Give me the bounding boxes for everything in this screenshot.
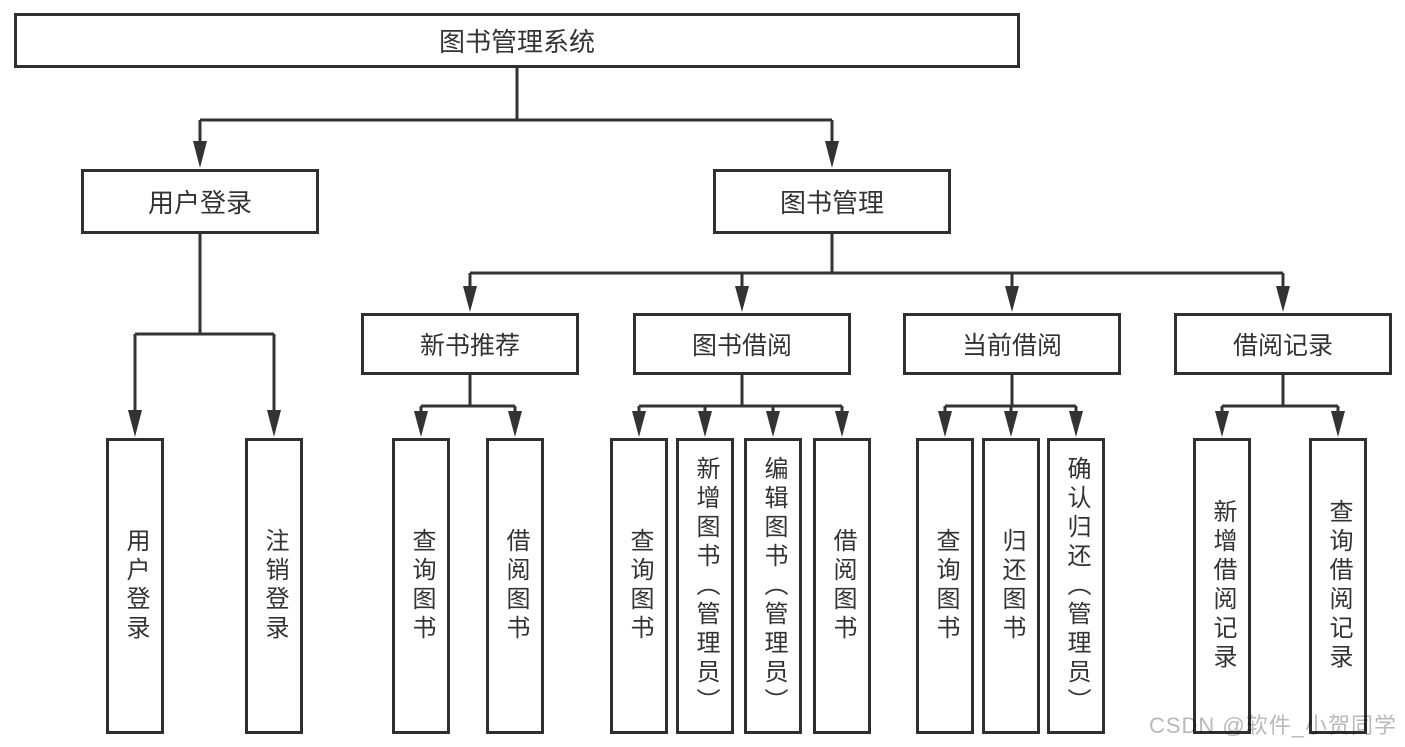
node-current-borrowing: 当前借阅 [903,313,1121,375]
leaf-query-borrow-record: 查询借阅记录 [1309,438,1367,734]
leaf-query-books-current: 查询图书 [916,438,974,734]
node-book-borrowing: 图书借阅 [633,313,851,375]
node-label: 用户登录 [147,188,252,218]
node-label: 图书管理系统 [438,27,595,57]
leaf-label: 确认归还（管理员） [1063,455,1090,717]
leaf-label: 注销登录 [261,528,288,644]
node-borrowing-records: 借阅记录 [1174,313,1392,375]
leaf-label: 编辑图书（管理员） [760,455,787,717]
leaf-borrow-books-recommend: 借阅图书 [486,438,544,734]
connector-book-management-to-level3 [463,234,1290,312]
leaf-label: 查询借阅记录 [1325,499,1352,673]
leaf-label: 查询图书 [408,528,435,644]
node-label: 图书借阅 [691,332,792,360]
leaf-user-login: 用户登录 [106,438,164,734]
connector-user-login-to-leaves [128,234,281,437]
leaf-label: 新增借阅记录 [1209,499,1236,673]
leaf-return-book: 归还图书 [982,438,1040,734]
node-label: 新书推荐 [419,332,520,360]
node-label: 当前借阅 [961,332,1062,360]
node-label: 借阅记录 [1232,332,1333,360]
leaf-label: 借阅图书 [829,528,856,644]
leaf-borrow-books: 借阅图书 [813,438,871,734]
leaf-add-book-admin: 新增图书（管理员） [676,438,734,734]
leaf-label: 新增图书（管理员） [692,455,719,717]
leaf-query-books-recommend: 查询图书 [392,438,450,734]
connector-new-book-recommendation-to-leaves [414,375,522,437]
leaf-edit-book-admin: 编辑图书（管理员） [744,438,802,734]
leaf-confirm-return-admin: 确认归还（管理员） [1047,438,1105,734]
leaf-query-books-borrow: 查询图书 [610,438,668,734]
leaf-label: 查询图书 [626,528,653,644]
node-label: 图书管理 [779,188,884,218]
node-book-management: 图书管理 [713,169,951,234]
csdn-watermark: CSDN @软件_小贺同学 [1148,713,1397,738]
leaf-add-borrow-record: 新增借阅记录 [1193,438,1251,734]
leaf-label: 用户登录 [122,528,149,644]
node-root-system: 图书管理系统 [14,13,1020,68]
leaf-label: 借阅图书 [502,528,529,644]
connector-borrowing-records-to-leaves [1215,375,1345,437]
node-new-book-recommendation: 新书推荐 [361,313,579,375]
leaf-logout: 注销登录 [245,438,303,734]
node-user-login: 用户登录 [81,169,319,234]
leaf-label: 查询图书 [932,528,959,644]
leaf-label: 归还图书 [998,528,1025,644]
connector-book-borrowing-to-leaves [632,375,849,437]
connector-root-to-level2 [193,68,839,168]
connector-current-borrowing-to-leaves [938,375,1083,437]
